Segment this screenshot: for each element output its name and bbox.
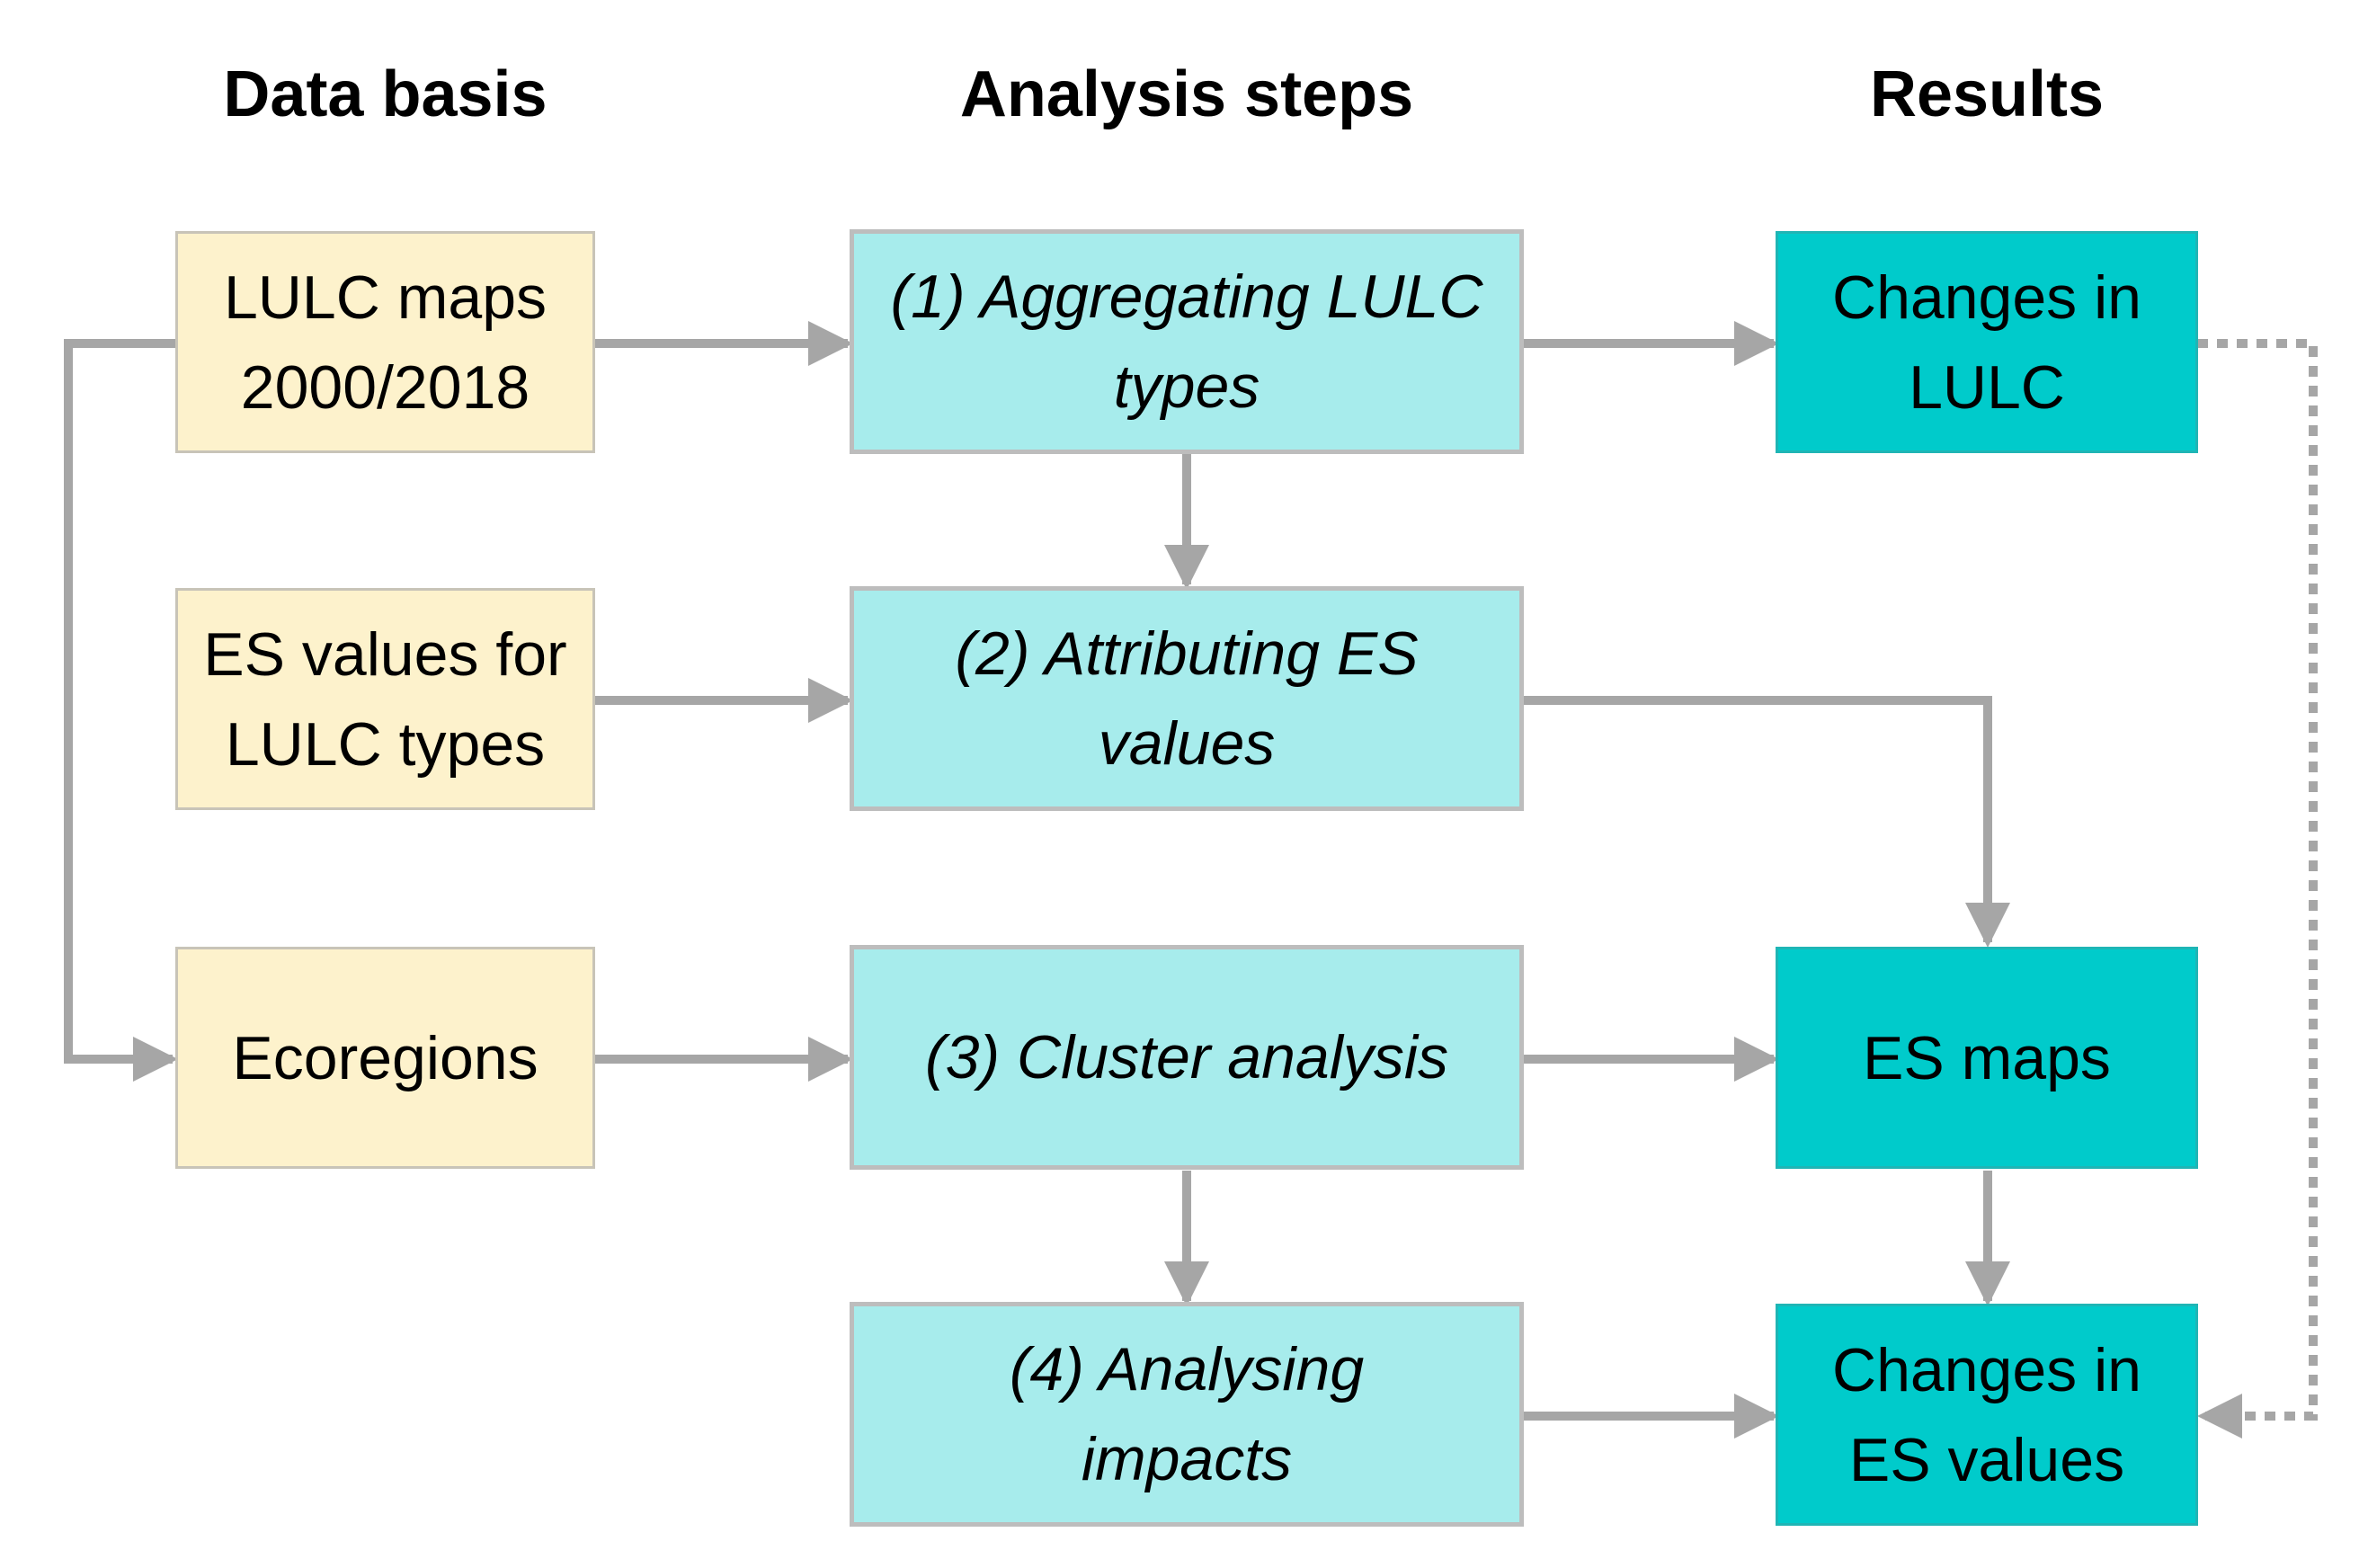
header-analysis-steps: Analysis steps bbox=[959, 58, 1414, 130]
box-step-aggregating-label: (1) Aggregating LULC types bbox=[890, 263, 1483, 421]
box-step-aggregating: (1) Aggregating LULC types bbox=[850, 229, 1524, 454]
arrow-lulc-to-ecoregions bbox=[64, 339, 178, 1082]
box-step-cluster-label: (3) Cluster analysis bbox=[925, 1023, 1448, 1091]
box-lulc-maps: LULC maps 2000/2018 bbox=[175, 231, 595, 453]
box-es-maps: ES maps bbox=[1776, 947, 2198, 1169]
box-es-maps-label: ES maps bbox=[1863, 1023, 2111, 1092]
box-changes-es: Changes in ES values bbox=[1776, 1304, 2198, 1526]
arrow-changes-lulc-to-changes-es bbox=[2197, 339, 2318, 1439]
box-step-analysing-label: (4) Analysing impacts bbox=[1009, 1335, 1365, 1493]
box-changes-lulc: Changes in LULC bbox=[1776, 231, 2198, 453]
header-data-basis: Data basis bbox=[223, 58, 547, 130]
box-step-attributing-label: (2) Attributing ES values bbox=[955, 619, 1419, 778]
box-lulc-maps-label: LULC maps 2000/2018 bbox=[223, 263, 547, 422]
box-es-values: ES values for LULC types bbox=[175, 588, 595, 810]
box-changes-lulc-label: Changes in LULC bbox=[1831, 263, 2142, 422]
box-es-values-label: ES values for LULC types bbox=[203, 619, 567, 779]
box-step-analysing: (4) Analysing impacts bbox=[850, 1302, 1524, 1527]
arrow-step2-to-es-maps bbox=[1522, 696, 2010, 948]
header-results: Results bbox=[1869, 58, 2105, 130]
box-ecoregions-label: Ecoregions bbox=[232, 1023, 539, 1092]
box-step-attributing: (2) Attributing ES values bbox=[850, 586, 1524, 811]
box-ecoregions: Ecoregions bbox=[175, 947, 595, 1169]
box-step-cluster: (3) Cluster analysis bbox=[850, 945, 1524, 1170]
box-changes-es-label: Changes in ES values bbox=[1831, 1335, 2142, 1494]
